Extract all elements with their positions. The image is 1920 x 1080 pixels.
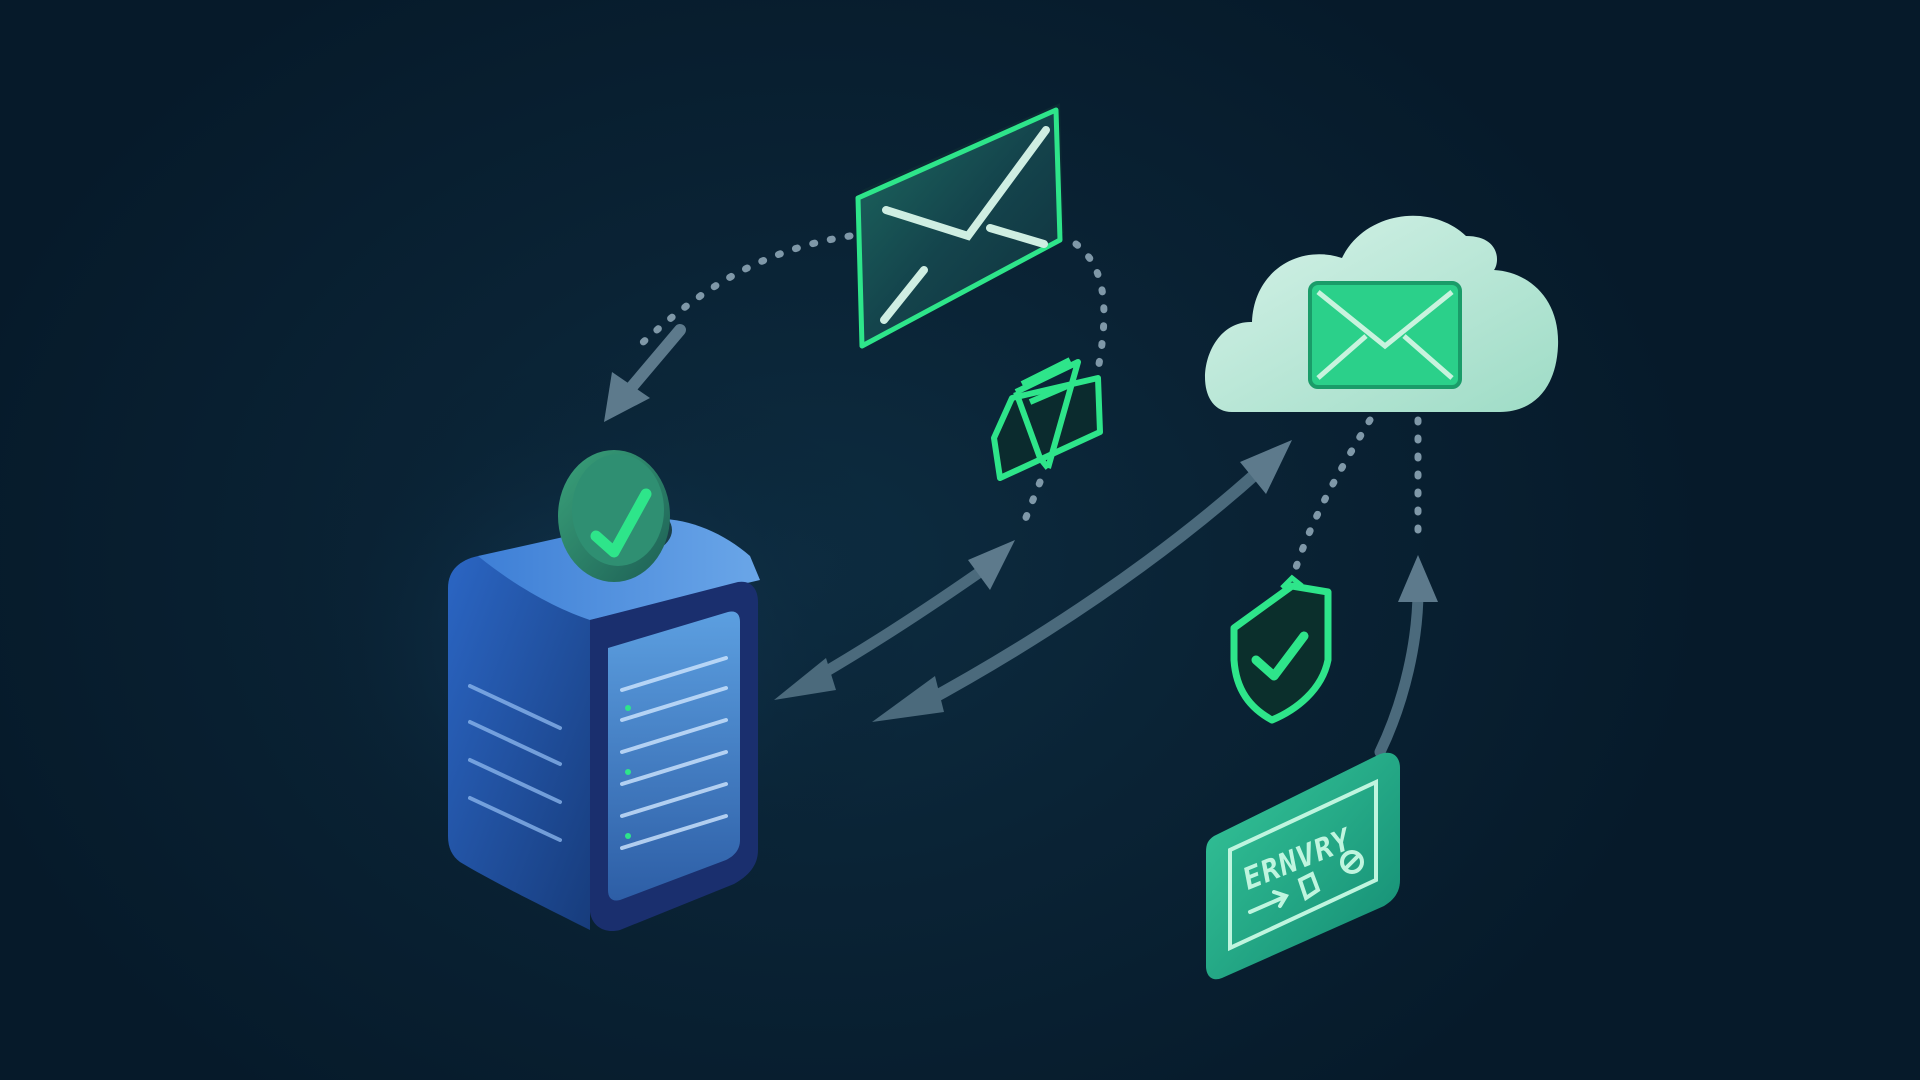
dotted-connectors bbox=[636, 232, 1422, 584]
filter-funnel-icon bbox=[991, 357, 1103, 481]
dotted-arc-envelope-to-server bbox=[636, 232, 854, 349]
check-badge-icon bbox=[558, 450, 672, 582]
card-glyphs bbox=[1248, 850, 1364, 914]
arrow-to-server bbox=[604, 324, 686, 422]
server-rack-icon bbox=[448, 518, 760, 932]
dotted-arc-envelope-to-filter bbox=[1072, 240, 1108, 384]
shield-check-icon bbox=[1230, 574, 1332, 724]
dotted-line-filter-down bbox=[1021, 478, 1044, 524]
delivery-card-icon: ERNVRY bbox=[1206, 752, 1400, 980]
bidirectional-arrow-server-filter bbox=[774, 540, 1015, 700]
arrow-card-to-cloud bbox=[1374, 555, 1438, 758]
cloud-mail-icon bbox=[1205, 215, 1559, 412]
cloud-envelope bbox=[1308, 281, 1462, 389]
bidirectional-arrow-server-cloud bbox=[872, 440, 1292, 722]
envelope-icon bbox=[855, 103, 1064, 349]
dotted-arc-cloud-to-shield bbox=[1288, 416, 1374, 584]
